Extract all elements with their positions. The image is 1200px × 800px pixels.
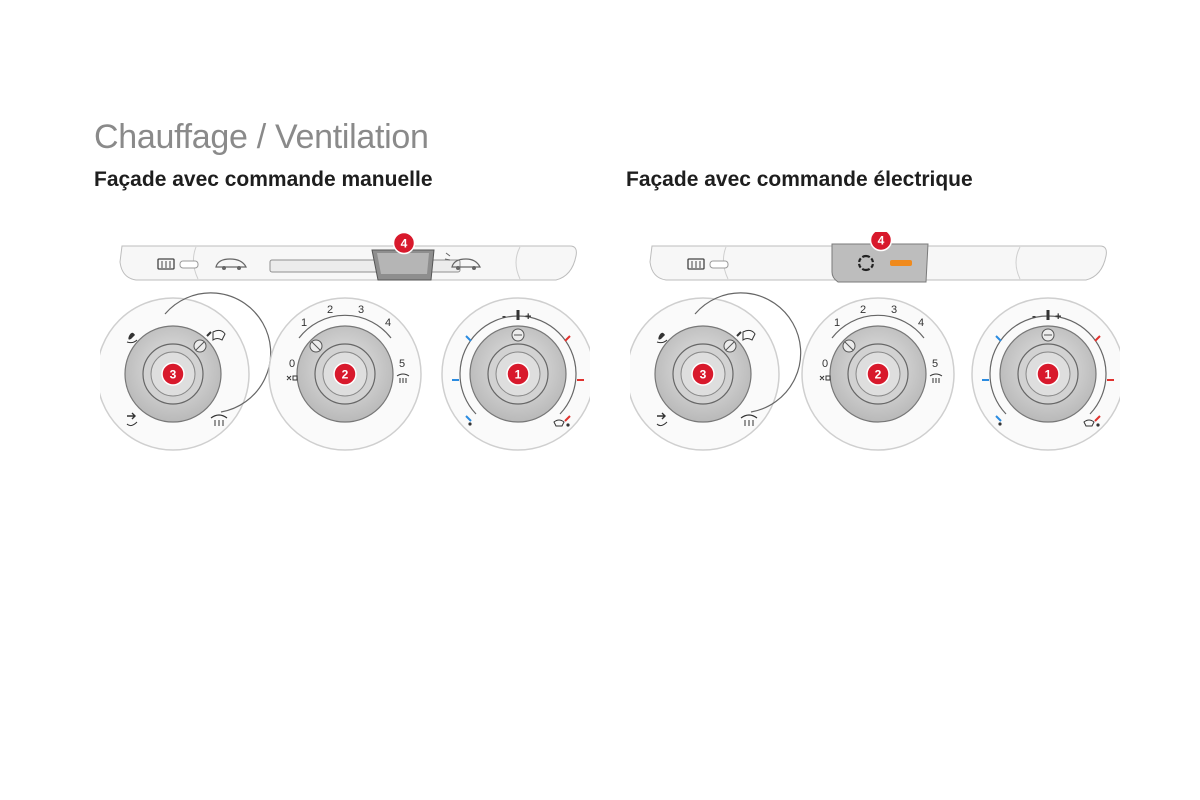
defrost-icon — [210, 414, 228, 426]
temp-minus: - — [502, 309, 506, 323]
air-distribution-knob[interactable]: 3 — [630, 292, 802, 451]
fan-icon — [819, 375, 831, 381]
callout-1: 1 — [1036, 362, 1060, 386]
temp-plus: + — [1055, 311, 1061, 323]
temp-plus: + — [525, 311, 531, 323]
cold-mark — [995, 415, 1002, 422]
hot-mark — [564, 335, 571, 342]
callout-3: 3 — [691, 362, 715, 386]
face-vent-icon — [126, 332, 138, 344]
svg-text:2: 2 — [342, 368, 349, 382]
defrost-icon — [740, 414, 758, 426]
page-title: Chauffage / Ventilation — [94, 118, 429, 156]
fan-scale-2: 2 — [860, 304, 866, 316]
hot-mark — [1094, 335, 1101, 342]
fan-scale-5: 5 — [399, 358, 405, 370]
recirculation-led — [890, 260, 912, 266]
fan-icon — [286, 375, 298, 381]
max-defrost-icon — [1083, 419, 1100, 427]
svg-text:4: 4 — [878, 234, 885, 248]
svg-text:3: 3 — [170, 368, 177, 382]
max-defrost-icon — [553, 419, 570, 427]
cold-mark — [465, 335, 472, 342]
rear-defrost-icon — [687, 258, 705, 270]
ac-icon — [396, 373, 410, 383]
manual-top-strip: 4 — [119, 232, 577, 281]
led-indicator — [179, 260, 199, 269]
air-distribution-knob[interactable]: 3 — [100, 292, 272, 451]
callout-4: 4 — [869, 232, 893, 252]
rear-defrost-icon — [157, 258, 175, 270]
fan-scale-4: 4 — [385, 317, 391, 329]
cold-mark — [995, 335, 1002, 342]
fan-scale-2: 2 — [327, 304, 333, 316]
recirculation-car-icon — [215, 258, 247, 270]
callout-2: 2 — [333, 362, 357, 386]
electric-panel-drawing: 4 3 0 1 2 3 4 5 — [630, 232, 1120, 451]
svg-text:1: 1 — [1045, 368, 1052, 382]
section-title-manual: Façade avec commande manuelle — [94, 168, 433, 191]
temp-minus: - — [1032, 309, 1036, 323]
hot-mark — [564, 415, 571, 422]
fan-scale-0: 0 — [289, 358, 295, 370]
feet-vent-icon — [126, 412, 138, 427]
recirculation-icon — [857, 254, 875, 272]
svg-text:1: 1 — [515, 368, 522, 382]
temperature-knob[interactable]: - + 1 — [971, 297, 1120, 451]
manual-control-panel: 4 3 0 1 2 3 4 5 — [100, 232, 590, 462]
fresh-air-car-icon — [444, 252, 481, 270]
hot-mark — [1094, 415, 1101, 422]
feet-vent-icon — [656, 412, 668, 427]
recirculation-button[interactable] — [831, 243, 929, 283]
callout-4: 4 — [392, 232, 416, 255]
thermometer-icon — [516, 310, 520, 320]
fan-scale-1: 1 — [834, 317, 840, 329]
face-vent-icon — [656, 332, 668, 344]
fan-speed-knob[interactable]: 0 1 2 3 4 5 2 — [268, 297, 422, 451]
svg-text:3: 3 — [700, 368, 707, 382]
temperature-knob[interactable]: - + 1 — [441, 297, 590, 451]
windscreen-icon — [736, 329, 756, 341]
electric-top-strip: 4 — [649, 232, 1107, 283]
callout-2: 2 — [866, 362, 890, 386]
svg-text:2: 2 — [875, 368, 882, 382]
manual-panel-drawing: 4 3 0 1 2 3 4 5 — [100, 232, 590, 451]
fan-scale-5: 5 — [932, 358, 938, 370]
electric-control-panel: 4 3 0 1 2 3 4 5 — [630, 232, 1120, 462]
thermometer-icon — [1046, 310, 1050, 320]
windscreen-icon — [206, 329, 226, 341]
ac-icon — [929, 373, 943, 383]
fan-scale-3: 3 — [891, 304, 897, 316]
fan-scale-1: 1 — [301, 317, 307, 329]
cold-mark — [465, 415, 472, 422]
callout-1: 1 — [506, 362, 530, 386]
fan-scale-3: 3 — [358, 304, 364, 316]
fan-speed-knob[interactable]: 0 1 2 3 4 5 2 — [801, 297, 955, 451]
led-indicator — [709, 260, 729, 269]
svg-text:4: 4 — [401, 237, 408, 251]
fan-scale-0: 0 — [822, 358, 828, 370]
fan-scale-4: 4 — [918, 317, 924, 329]
callout-3: 3 — [161, 362, 185, 386]
section-title-electric: Façade avec commande électrique — [626, 168, 973, 191]
